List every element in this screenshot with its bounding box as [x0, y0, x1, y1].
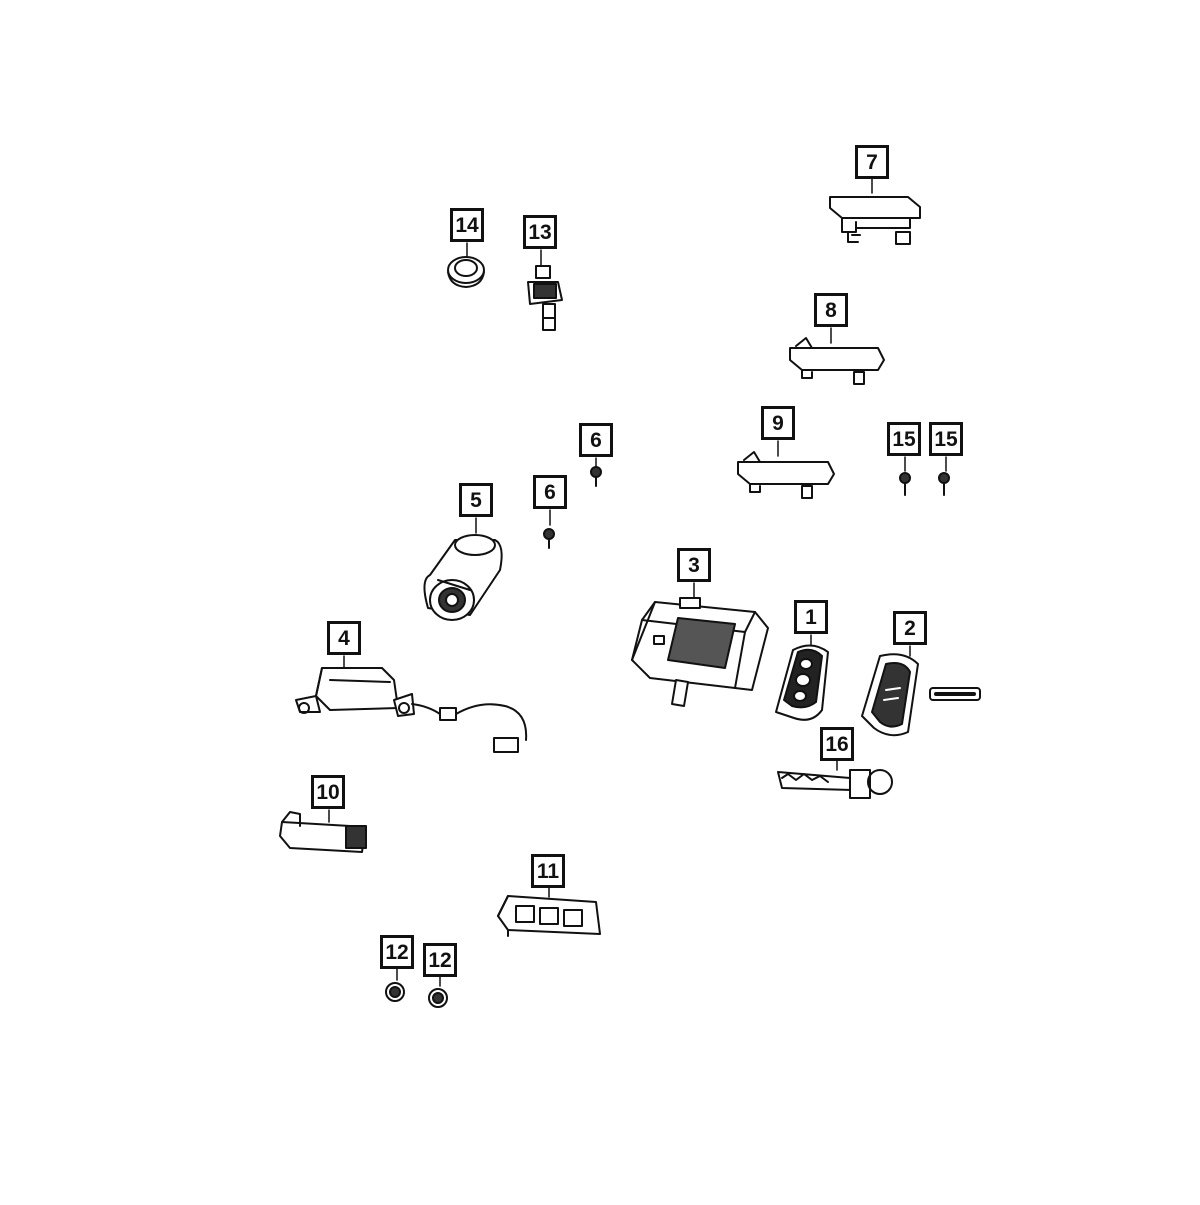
- callout-10: 10: [311, 775, 345, 809]
- key-blade-part-16: [777, 769, 893, 799]
- callout-2: 2: [893, 611, 927, 645]
- callout-8: 8: [814, 293, 848, 327]
- callout-6-lower: 6: [533, 475, 567, 509]
- bracket-part-10: [279, 811, 367, 853]
- callout-12-left: 12: [380, 935, 414, 969]
- callout-16: 16: [820, 727, 854, 761]
- screw-part-15-right: [938, 472, 950, 496]
- control-module-part-3: [631, 597, 769, 707]
- antenna-module-part-4: [295, 667, 528, 753]
- callout-11: 11: [531, 854, 565, 888]
- callout-6-upper: 6: [579, 423, 613, 457]
- callout-9: 9: [761, 406, 795, 440]
- leader-lines: [328, 178, 947, 987]
- bolt-part-6-upper: [590, 466, 602, 487]
- grommet-part-14: [447, 256, 485, 288]
- callout-5: 5: [459, 483, 493, 517]
- callout-14: 14: [450, 208, 484, 242]
- connector-holder-part-11: [497, 895, 601, 937]
- key-fob-back-part-2: [861, 653, 919, 737]
- bracket-part-9: [737, 451, 835, 499]
- nut-part-12-left: [385, 982, 405, 1002]
- key-fob-part-1: [775, 644, 829, 721]
- callout-13: 13: [523, 215, 557, 249]
- callout-4: 4: [327, 621, 361, 655]
- nut-part-12-right: [428, 988, 448, 1008]
- callout-3: 3: [677, 548, 711, 582]
- lock-cylinder-part-13: [527, 265, 563, 331]
- bracket-part-8: [789, 337, 885, 385]
- bracket-part-7: [829, 196, 921, 245]
- screw-part-15-left: [899, 472, 911, 496]
- callout-15-right: 15: [929, 422, 963, 456]
- emblem-insert: [929, 687, 981, 701]
- callout-15-left: 15: [887, 422, 921, 456]
- callout-1: 1: [794, 600, 828, 634]
- callout-7: 7: [855, 145, 889, 179]
- bolt-part-6-lower: [543, 528, 555, 549]
- ignition-switch-part-5: [423, 534, 503, 621]
- callout-12-right: 12: [423, 943, 457, 977]
